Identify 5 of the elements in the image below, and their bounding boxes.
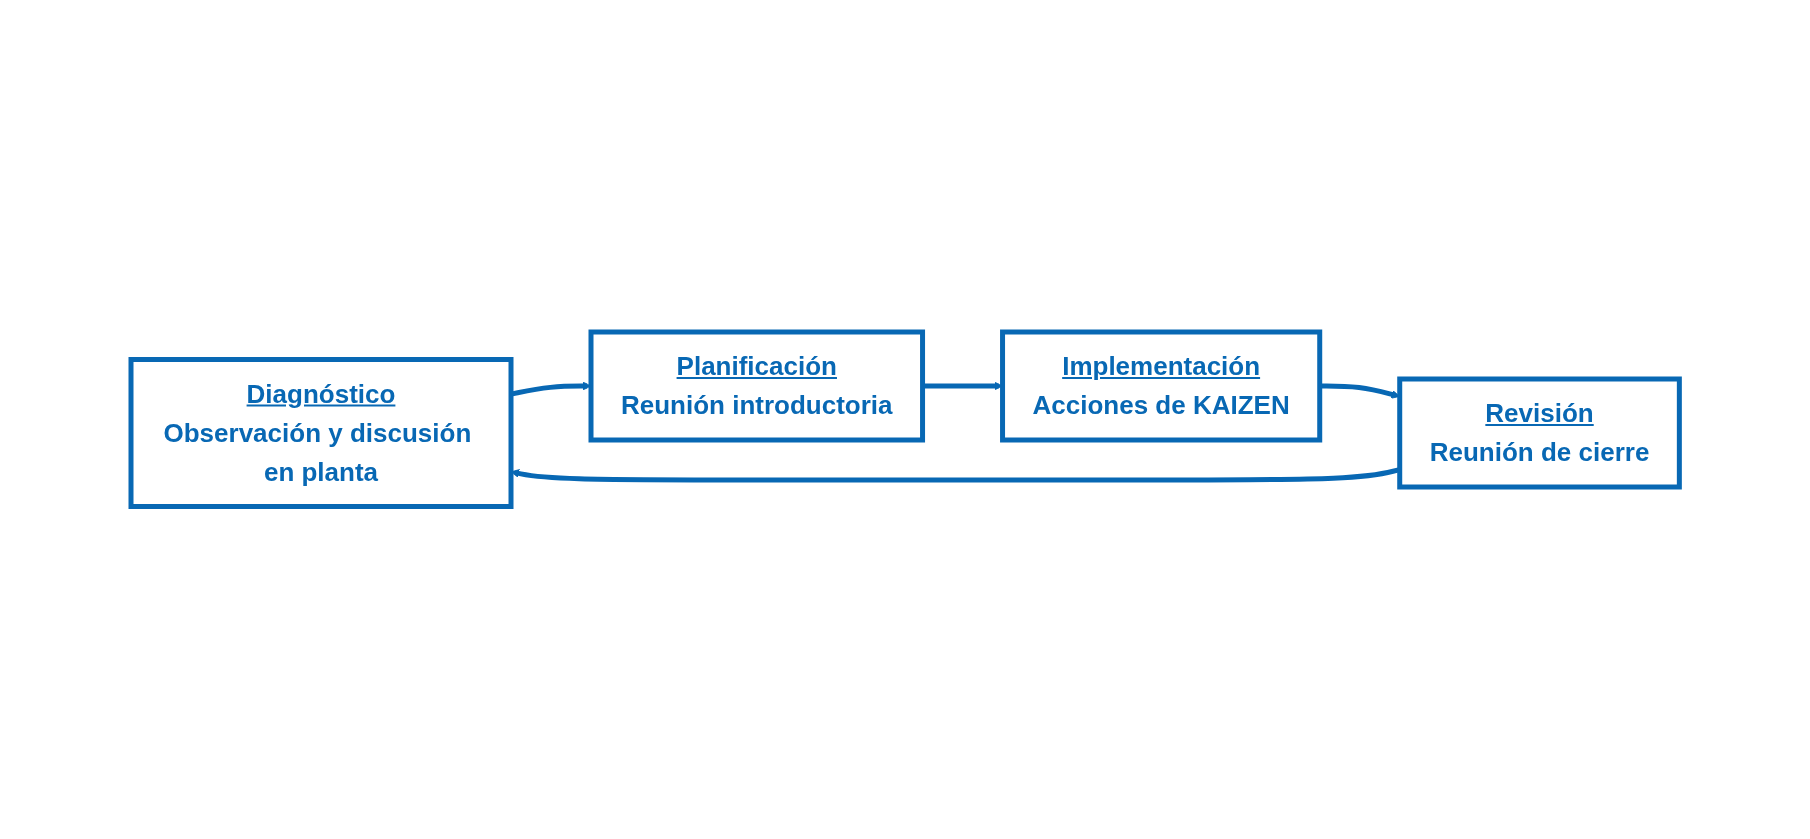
node-box: Implementación Acciones de KAIZEN: [999, 329, 1323, 443]
node-box: Revisión Reunión de cierre: [1397, 376, 1682, 490]
node-box: Planificación Reunión introductoria: [588, 329, 925, 443]
arrow: [922, 381, 1003, 391]
node-box: Diagnóstico Observación y discusión en planta: [128, 357, 514, 510]
